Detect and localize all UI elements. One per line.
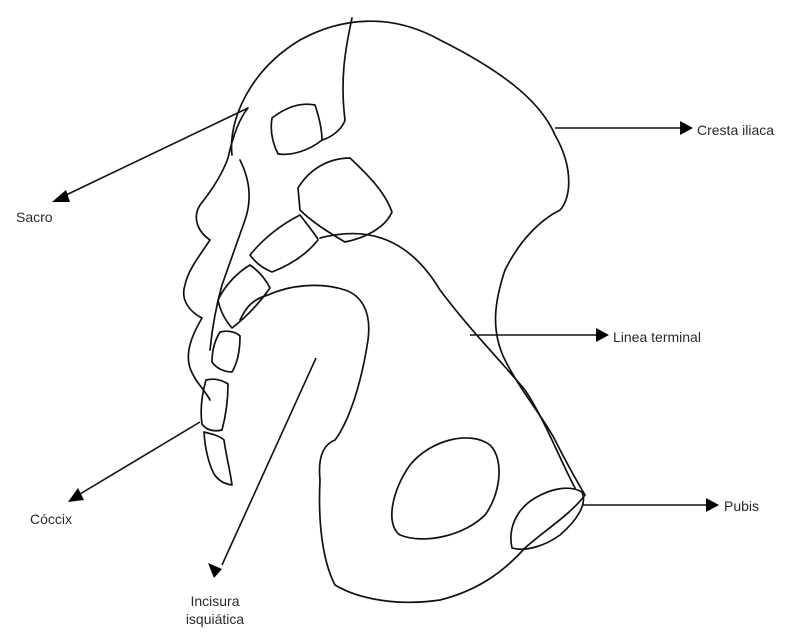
label-incisura-isquiatica: Incisura isquiática — [160, 592, 270, 628]
sacrum-inner-edge — [210, 160, 249, 350]
arrow-sacro-line — [64, 108, 248, 196]
coccyx-segment-2 — [201, 379, 228, 431]
arrow-pubis-head — [706, 498, 719, 512]
label-sacro: Sacro — [16, 208, 53, 226]
coccyx-segment-3 — [204, 432, 232, 485]
ilium-seam — [322, 18, 352, 140]
coccyx-segment-1 — [212, 331, 240, 372]
sacrum-segment-2 — [250, 215, 318, 272]
arrow-coccix-line — [80, 422, 200, 494]
label-incisura-line1: Incisura — [160, 592, 270, 610]
linea-terminal-curve — [320, 234, 575, 488]
arrow-incisura-line — [222, 358, 316, 565]
arrow-cresta-iliaca-head — [680, 121, 693, 135]
arrow-coccix-head — [68, 488, 84, 502]
arrow-linea-terminal-head — [596, 328, 609, 342]
sacrum-segment-4 — [271, 104, 322, 154]
label-cresta-iliaca: Cresta iliaca — [697, 121, 774, 139]
pubic-symphysis — [511, 488, 584, 549]
arrow-sacro-head — [52, 190, 70, 202]
label-pubis: Pubis — [724, 497, 759, 515]
label-linea-terminal: Linea terminal — [613, 328, 701, 346]
hip-bone-outline — [232, 21, 585, 602]
sacrum-segment-1 — [298, 158, 392, 242]
arrow-incisura-head — [208, 563, 222, 578]
label-coccix: Cóccix — [30, 510, 72, 528]
obturator-foramen — [392, 438, 499, 539]
label-incisura-line2: isquiática — [160, 610, 270, 628]
